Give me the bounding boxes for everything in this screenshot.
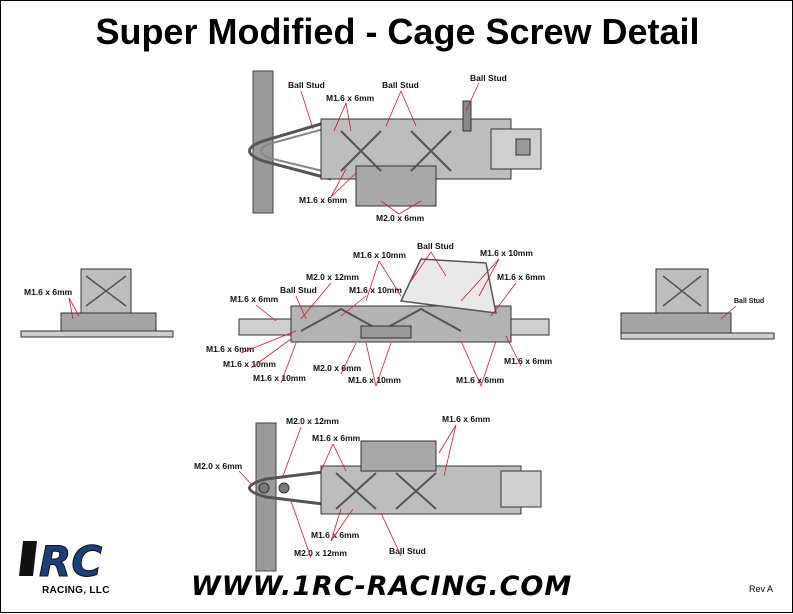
side-label: M1.6 x 6mm bbox=[456, 375, 505, 385]
page-title: Super Modified - Cage Screw Detail bbox=[95, 11, 700, 52]
top-label: M1.6 x 6mm bbox=[326, 93, 375, 103]
top-label: Ball Stud bbox=[288, 80, 325, 90]
bottom-rear-pod bbox=[500, 470, 542, 508]
top-label: Ball Stud bbox=[470, 73, 507, 83]
side-label: M2.0 x 6mm bbox=[313, 363, 362, 373]
rear-axle bbox=[620, 332, 775, 340]
side-label: M2.0 x 12mm bbox=[306, 272, 359, 282]
side-label: Ball Stud bbox=[417, 241, 454, 251]
front-axle bbox=[20, 330, 174, 338]
front-view: M1.6 x 6mm bbox=[20, 268, 174, 338]
side-label: M1.6 x 10mm bbox=[223, 359, 276, 369]
bottom-nose-bumper bbox=[248, 469, 332, 507]
rear-label: Ball Stud bbox=[734, 298, 764, 305]
side-label: M1.6 x 6mm bbox=[497, 272, 546, 282]
bottom-label: Ball Stud bbox=[389, 546, 426, 556]
rear-chassis bbox=[620, 312, 732, 336]
bottom-tray bbox=[360, 440, 437, 472]
logo-subtitle: RACING, LLC bbox=[42, 585, 110, 596]
side-view: Ball Stud M1.6 x 10mm M1.6 x 10mm M2.0 x… bbox=[206, 241, 553, 387]
side-label: M1.6 x 10mm bbox=[349, 285, 402, 295]
rear-view: Ball Stud bbox=[620, 268, 775, 340]
revision-label: Rev A bbox=[749, 584, 774, 594]
bottom-label: M2.0 x 12mm bbox=[286, 416, 339, 426]
side-label: Ball Stud bbox=[280, 285, 317, 295]
side-label: M1.6 x 10mm bbox=[480, 248, 533, 258]
top-nose-bumper bbox=[248, 119, 332, 181]
side-label: M1.6 x 6mm bbox=[230, 294, 279, 304]
side-label: M1.6 x 6mm bbox=[206, 344, 255, 354]
logo-mark-rc: RC bbox=[39, 537, 102, 586]
top-label: M1.6 x 6mm bbox=[299, 195, 348, 205]
side-label: M1.6 x 10mm bbox=[253, 373, 306, 383]
side-cage bbox=[399, 258, 497, 314]
top-tray bbox=[355, 165, 437, 207]
top-label: Ball Stud bbox=[382, 80, 419, 90]
bottom-label: M1.6 x 6mm bbox=[442, 414, 491, 424]
bottom-label: M1.6 x 6mm bbox=[312, 433, 361, 443]
bottom-label: M2.0 x 6mm bbox=[194, 461, 243, 471]
side-label: M1.6 x 10mm bbox=[353, 250, 406, 260]
logo-mark-1 bbox=[19, 541, 37, 576]
front-label: M1.6 x 6mm bbox=[24, 287, 73, 297]
logo-1rc: RC bbox=[19, 537, 103, 587]
side-label: M1.6 x 6mm bbox=[504, 356, 553, 366]
website-url[interactable]: WWW.1RC-RACING.COM bbox=[191, 571, 573, 602]
top-view: Ball Stud M1.6 x 6mm Ball Stud Ball Stud… bbox=[248, 70, 542, 223]
bottom-label: M2.0 x 12mm bbox=[294, 548, 347, 558]
bottom-frame bbox=[320, 465, 522, 515]
top-label: M2.0 x 6mm bbox=[376, 213, 425, 223]
bottom-view: M2.0 x 12mm M1.6 x 6mm M1.6 x 6mm M2.0 x… bbox=[194, 414, 542, 572]
front-chassis bbox=[60, 312, 157, 334]
